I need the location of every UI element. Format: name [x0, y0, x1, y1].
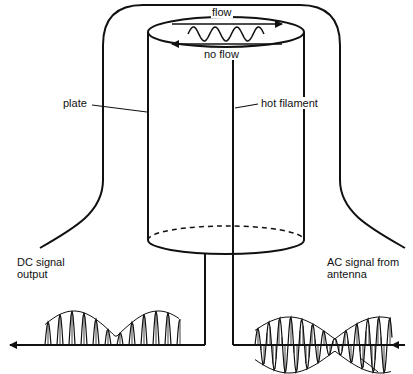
flow-label: flow [211, 6, 233, 18]
part-label: plate [62, 97, 88, 109]
hatch-line [156, 311, 157, 345]
hatch-line [72, 311, 73, 345]
electron-flow-arrows [172, 24, 282, 44]
dc-waveform [45, 311, 180, 345]
ac-waveform [255, 317, 392, 373]
no-flow-label: no flow [203, 48, 240, 60]
hatch-line [84, 313, 85, 345]
signal-label: DC signal output [16, 256, 80, 280]
plate-cylinder [148, 17, 304, 254]
hatch-line [144, 315, 145, 345]
leader-lines [92, 104, 258, 112]
hatch-line [168, 313, 169, 345]
wave-curve [255, 317, 391, 339]
tube-leads [10, 55, 405, 345]
signal-label: AC signal from antenna [326, 256, 406, 280]
wave-curve [45, 311, 180, 345]
wave-curve [255, 317, 392, 372]
glass-envelope [40, 5, 405, 248]
wave-curve [360, 358, 378, 372]
wave-curve [255, 351, 391, 373]
hatch-line [60, 314, 61, 345]
part-label: hot filament [260, 97, 319, 109]
wave-curve [45, 311, 179, 336]
hatch-line [180, 319, 181, 345]
